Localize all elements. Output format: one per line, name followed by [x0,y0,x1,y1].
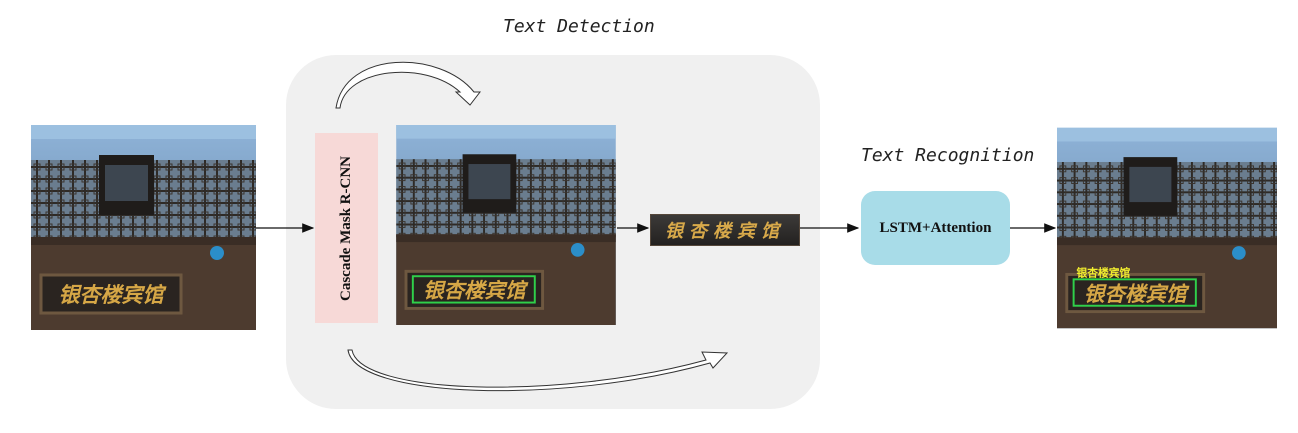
cropped-text: 银杏楼宾馆 [665,221,785,242]
lstm-attention-box: LSTM+Attention [861,191,1010,265]
output-image: 银杏楼宾馆 银杏楼宾馆 [1057,127,1277,329]
curved-arrow-bottom [347,349,729,392]
input-sign-text: 银杏楼宾馆 [59,282,168,307]
output-sign-text: 银杏楼宾馆 [1084,282,1190,306]
input-image: 银杏楼宾馆 [31,125,256,330]
lstm-attention-label: LSTM+Attention [879,219,992,236]
cropped-text-region: 银杏楼宾馆 [650,214,800,246]
detection-result-image: 银杏楼宾馆 [395,125,617,325]
cascade-mask-rcnn-box: Cascade Mask R-CNN [315,133,378,323]
curved-arrow-top [335,61,482,109]
output-bounding-box [1072,278,1197,307]
cascade-mask-rcnn-label: Cascade Mask R-CNN [338,155,354,301]
text-recognition-title: Text Recognition [861,145,1035,166]
detection-bounding-box [411,275,536,304]
text-detection-title: Text Detection [503,16,655,37]
detection-sign-text: 银杏楼宾馆 [423,279,529,303]
predicted-text-label: 银杏楼宾馆 [1077,266,1131,279]
